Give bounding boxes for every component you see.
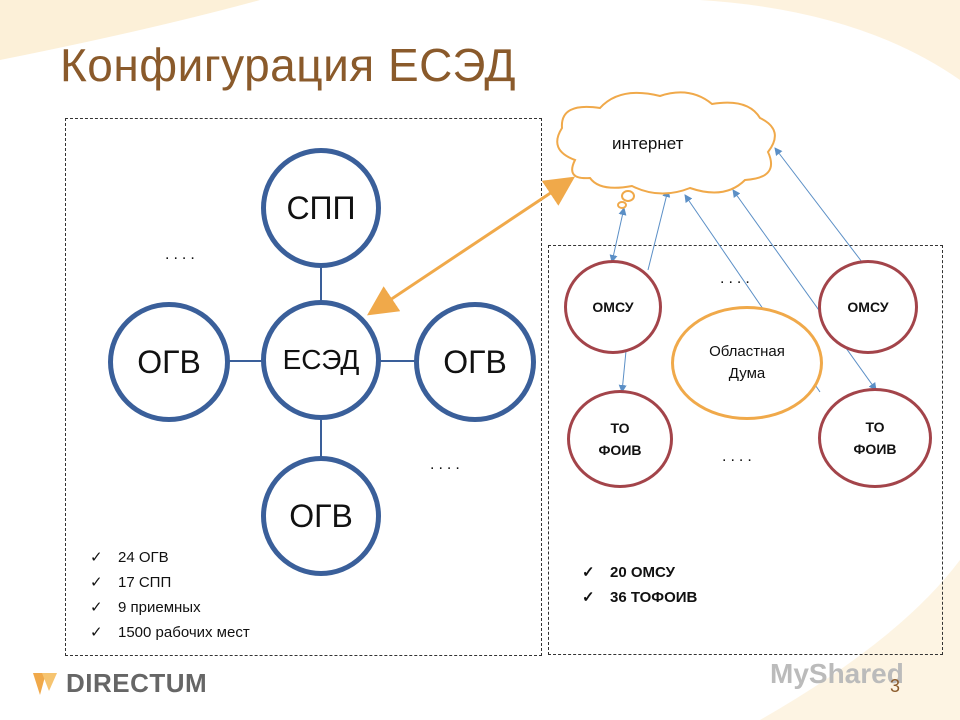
cloud-label: интернет — [612, 134, 684, 153]
duma-line2: Дума — [728, 365, 766, 382]
list-item: ✓1500 рабочих мест — [90, 620, 250, 645]
left-dashed-group — [65, 118, 542, 656]
node-tofoiv-right: ТО ФОИВ — [818, 388, 932, 488]
directum-logo-icon — [33, 672, 57, 695]
node-omsu-right: ОМСУ — [818, 260, 918, 354]
node-tofoiv-left: ТО ФОИВ — [567, 390, 673, 488]
check-icon: ✓ — [582, 589, 595, 606]
check-icon: ✓ — [90, 574, 103, 591]
list-item: ✓9 приемных — [90, 595, 250, 620]
check-icon: ✓ — [582, 564, 595, 581]
node-oblastnaya-duma: Областная Дума — [671, 306, 823, 420]
check-icon: ✓ — [90, 624, 103, 641]
watermark: MyShared — [770, 658, 904, 689]
page-title: Конфигурация ЕСЭД — [60, 39, 517, 91]
node-omsu-left: ОМСУ — [564, 260, 662, 354]
node-ogv-left: ОГВ — [108, 302, 230, 422]
check-icon: ✓ — [90, 549, 103, 566]
right-dots-bottom: .... — [722, 448, 756, 465]
list-item: ✓36 ТОФОИВ — [582, 585, 697, 610]
left-dots-top: .... — [165, 246, 199, 263]
esed-internet-arrow — [367, 176, 575, 316]
page-number: 3 — [890, 676, 901, 696]
left-dots-bottom: .... — [430, 456, 464, 473]
list-item: ✓17 СПП — [90, 570, 250, 595]
directum-logo: DIRECTUM — [30, 668, 207, 699]
right-dots-top: .... — [720, 270, 754, 287]
list-item: ✓20 ОМСУ — [582, 560, 697, 585]
list-item: ✓24 ОГВ — [90, 545, 250, 570]
node-ogv-right: ОГВ — [414, 302, 536, 422]
node-ogv-bottom: ОГВ — [261, 456, 381, 576]
node-spp: СПП — [261, 148, 381, 268]
check-icon: ✓ — [90, 599, 103, 616]
node-esed: ЕСЭД — [261, 300, 381, 420]
duma-line1: Областная — [709, 343, 785, 360]
right-stats-list: ✓20 ОМСУ ✓36 ТОФОИВ — [582, 560, 697, 610]
left-stats-list: ✓24 ОГВ ✓17 СПП ✓9 приемных ✓1500 рабочи… — [90, 545, 250, 645]
